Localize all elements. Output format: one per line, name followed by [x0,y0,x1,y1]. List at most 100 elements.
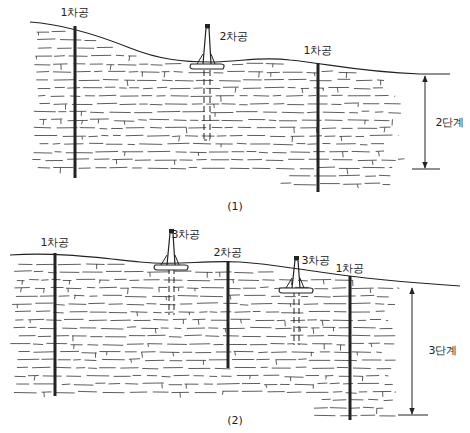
stratum-line [360,144,368,145]
stratum-line [186,127,188,133]
stratum-line [380,80,381,85]
stratum-line [195,392,217,393]
stratum-line [308,95,316,96]
stratum-line [261,367,268,368]
stratum-line [43,119,45,125]
stratum-line [204,384,213,385]
stratum-line [170,88,191,89]
stratum-line [223,303,237,304]
stratum-line [106,352,107,356]
stratum-line [279,120,297,121]
stratum-line [247,151,257,152]
drill-hole [74,26,77,178]
stratum-line [138,119,147,120]
stratum-line [249,376,251,380]
stratum-line [311,327,319,328]
stratum-line [20,288,22,292]
stratum-line [45,160,62,161]
stratum-line [333,399,347,401]
stratum-line [365,176,376,177]
stratum-line [73,345,74,349]
stratum-line [333,391,342,392]
stratum-line [153,391,169,392]
stratum-line [211,159,229,160]
stratum-line [379,415,395,416]
stratum-line [38,336,51,337]
stratum-line [359,391,367,392]
stratum-line [288,159,304,160]
stratum-line [350,303,371,305]
stratum-line [17,359,39,360]
stratum-line [14,287,29,288]
stratum-line [171,95,189,96]
stratum-line [333,159,353,160]
stratum-line [312,343,332,344]
stratum-line [374,120,389,121]
stratum-line [257,127,276,128]
stratum-line [363,103,379,104]
stratum-line [109,383,121,384]
stratum-line [132,167,142,168]
stratum-line [375,303,384,304]
stratum-line [82,352,97,353]
stratum-line [85,360,97,362]
stratum-line [60,39,81,40]
stratum-line [222,391,238,392]
stratum-line [282,112,304,114]
stratum-line [179,393,181,398]
stratum-line [382,392,383,397]
drill-rig [190,24,224,69]
stratum-line [286,95,303,97]
stratum-line [211,320,229,321]
stratum-line [208,327,218,328]
stratum-line [258,352,268,354]
stratum-line [290,377,291,381]
stratum-line [164,72,166,78]
stratum-line [374,335,395,336]
stratum-line [42,391,52,392]
stratum-line [35,303,53,304]
stratum-line [126,127,145,128]
stratum-line [28,327,36,328]
stratum-line [55,151,62,152]
stratum-line [292,351,314,352]
stratum-line [170,168,186,170]
hole-label: 1차공 [336,262,365,275]
stratum-line [37,38,55,40]
stratum-line [109,312,127,313]
stratum-line [77,48,94,49]
stratum-line [69,280,70,284]
stratum-line [40,143,49,144]
stratum-line [202,168,225,169]
stratum-line [99,351,120,352]
stratum-line [370,319,381,320]
stratum-line [131,287,153,289]
stratum-line [97,47,113,48]
stratum-line [366,375,379,376]
stratum-line [242,391,262,392]
stratum-line [53,167,73,168]
stratum-line [214,279,234,280]
stratum-line [55,87,65,88]
stratum-line [277,320,285,321]
stratum-line [101,135,108,136]
stratum-line [60,64,61,70]
stratum-line [188,127,206,128]
stratum-line [88,303,104,304]
stratum-line [330,383,340,385]
stratum-line [334,352,349,353]
stratum-line [273,144,293,146]
stratum-line [125,296,146,297]
stratum-line [242,383,260,384]
stratum-line [252,168,270,169]
stratum-line [196,159,206,160]
stratum-line [67,288,68,292]
stratum-line [375,111,383,112]
stratum-line [213,104,215,108]
stratum-line [320,320,330,321]
hole-label: 1차공 [61,6,90,19]
stratum-line [221,103,235,104]
stratum-line [287,104,304,105]
stratum-line [216,95,234,96]
